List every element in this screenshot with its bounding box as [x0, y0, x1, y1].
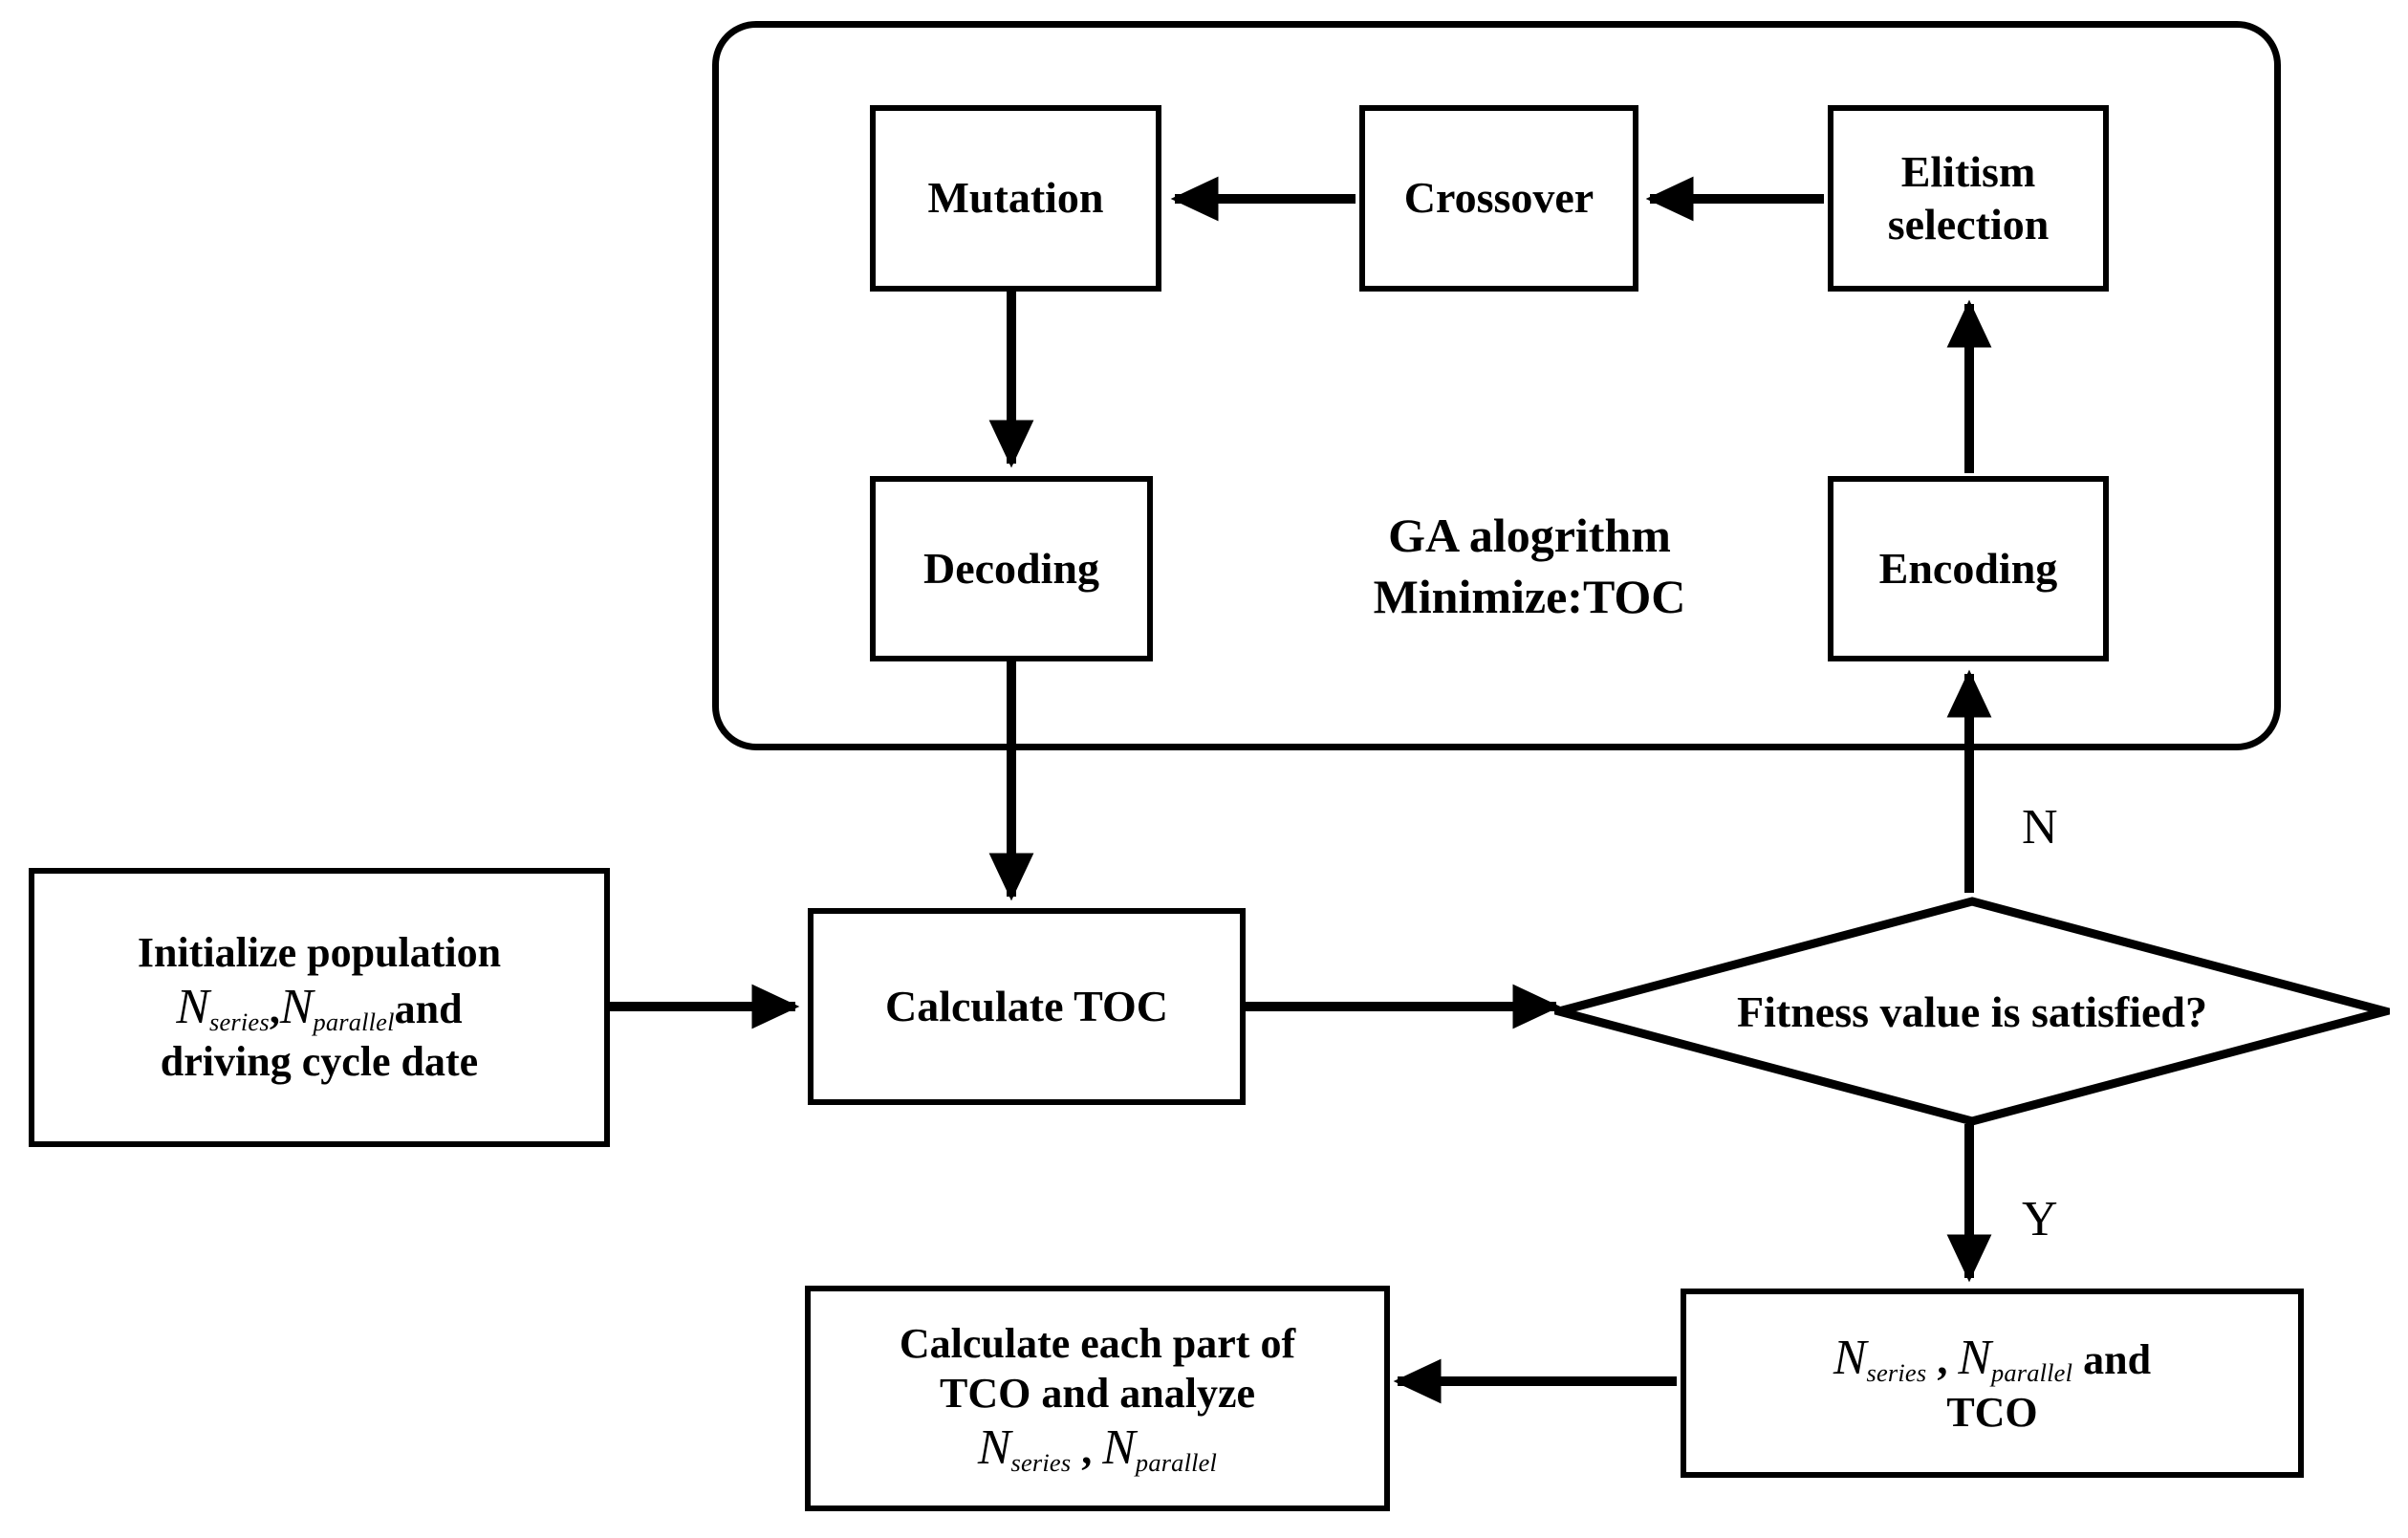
initialize-var-1-subscript: series [209, 1007, 270, 1036]
analyze-line-2: TCO and analyze [939, 1369, 1256, 1417]
ga-algorithm-caption: GA alogrithm Minimize:TOC [1271, 505, 1788, 627]
node-elitism-label-line-2: selection [1887, 199, 2050, 249]
node-analyze-tco[interactable]: Calculate each part of TCO and analyze N… [805, 1286, 1390, 1511]
node-mutation-label: Mutation [927, 173, 1104, 223]
node-result-values[interactable]: Nseries , Nparallel and TCO [1681, 1289, 2304, 1478]
initialize-line-2-suffix: and [394, 985, 463, 1032]
result-suffix: and [2083, 1336, 2152, 1384]
node-crossover-label: Crossover [1403, 173, 1594, 223]
node-elitism-label-line-1: Elitism [1900, 147, 2036, 197]
result-line-2: TCO [1946, 1389, 2038, 1437]
node-decision-label: Fitness value is satisfied? [1737, 986, 2207, 1036]
node-calculate-toc-label: Calculate TOC [884, 981, 1169, 1030]
node-initialize-population[interactable]: Initialize population Nseries,Nparallela… [29, 868, 610, 1147]
node-decoding-label: Decoding [923, 543, 1099, 593]
node-calculate-toc[interactable]: Calculate TOC [808, 908, 1246, 1105]
analyze-var-2-subscript: parallel [1135, 1447, 1218, 1477]
analyze-line-1: Calculate each part of [899, 1320, 1296, 1368]
analyze-var-1: N [977, 1419, 1011, 1475]
initialize-line-2: Nseries,Nparalleland [176, 980, 463, 1036]
result-var-2-subscript: parallel [1990, 1357, 2073, 1387]
node-mutation[interactable]: Mutation [870, 105, 1161, 292]
ga-caption-line-1: GA alogrithm [1388, 509, 1671, 562]
result-var-2: N [1958, 1331, 1991, 1386]
result-separator: , [1937, 1336, 1948, 1384]
initialize-line-3: driving cycle date [160, 1038, 479, 1086]
node-crossover[interactable]: Crossover [1359, 105, 1638, 292]
result-var-1: N [1833, 1331, 1867, 1386]
result-var-1-subscript: series [1866, 1357, 1927, 1387]
analyze-var-1-subscript: series [1010, 1447, 1072, 1477]
initialize-var-2: N [279, 979, 314, 1034]
decision-diamond-shape [1554, 897, 2390, 1126]
ga-caption-line-2: Minimize:TOC [1373, 570, 1686, 623]
branch-label-yes: Y [2022, 1192, 2058, 1246]
initialize-var-2-subscript: parallel [313, 1007, 395, 1036]
node-encoding[interactable]: Encoding [1828, 476, 2109, 661]
node-elitism-selection[interactable]: Elitism selection [1828, 105, 2109, 292]
initialize-var-1: N [176, 979, 210, 1034]
initialize-separator: , [269, 985, 280, 1032]
analyze-line-3: Nseries , Nparallel [978, 1420, 1217, 1477]
node-encoding-label: Encoding [1878, 543, 2058, 593]
analyze-separator: , [1081, 1425, 1093, 1473]
initialize-line-1: Initialize population [137, 929, 502, 977]
node-decision-fitness[interactable]: Fitness value is satisfied? [1554, 897, 2390, 1126]
result-line-1: Nseries , Nparallel and [1833, 1331, 2152, 1387]
branch-label-no: N [2022, 800, 2058, 855]
ga-algorithm-group-border [712, 21, 2281, 750]
analyze-var-2: N [1102, 1419, 1136, 1475]
node-decoding[interactable]: Decoding [870, 476, 1153, 661]
